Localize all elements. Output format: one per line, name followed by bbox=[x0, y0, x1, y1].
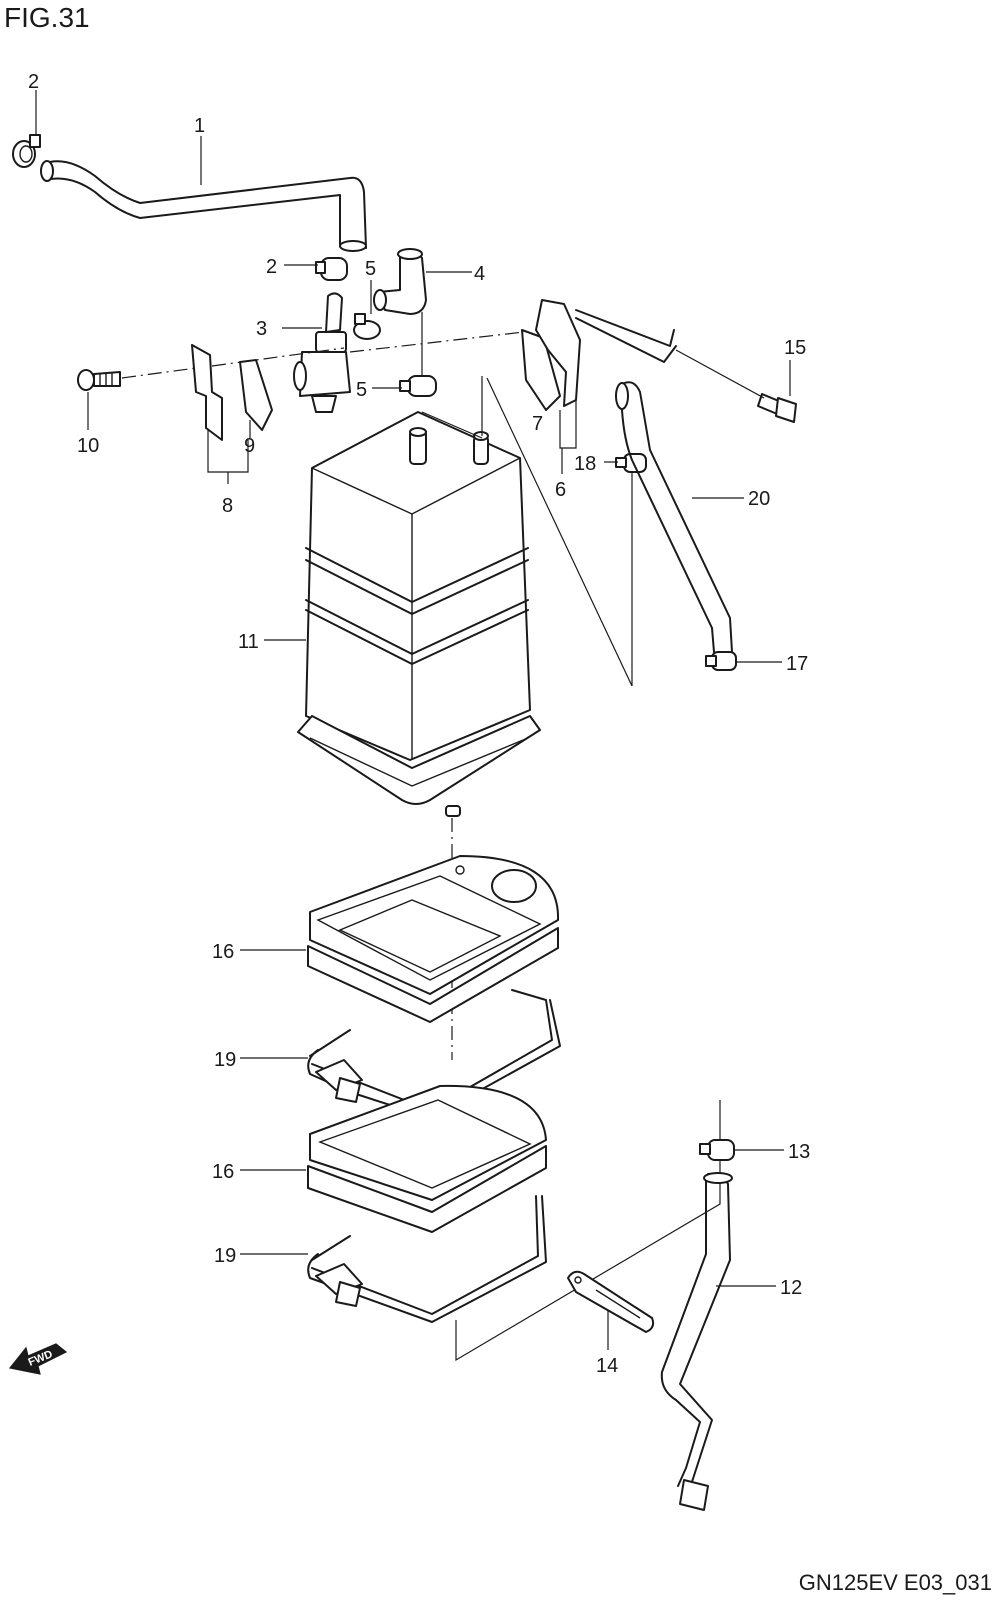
leader-canister-top bbox=[421, 411, 483, 439]
part-18-clamp[interactable] bbox=[615, 453, 647, 473]
callout-3: 3 bbox=[256, 318, 267, 340]
callout-7: 7 bbox=[532, 413, 543, 435]
part-11-canister[interactable] bbox=[297, 411, 541, 817]
callout-16: 16 bbox=[212, 941, 234, 963]
part-2-clamp-top[interactable] bbox=[12, 134, 41, 168]
fwd-label: FWD bbox=[27, 1348, 55, 1369]
part-3-valve[interactable] bbox=[293, 292, 351, 413]
dash-8 bbox=[211, 347, 345, 367]
callout-14: 14 bbox=[596, 1355, 618, 1377]
callout-17: 17 bbox=[786, 653, 808, 675]
part-2-clamp-mid[interactable] bbox=[315, 257, 348, 281]
callout-13: 13 bbox=[788, 1141, 810, 1163]
callout-8: 8 bbox=[222, 495, 233, 517]
dash-15 bbox=[675, 349, 765, 399]
callout-2: 2 bbox=[266, 256, 277, 278]
part-9-pad[interactable] bbox=[239, 359, 273, 431]
leader-canister-diag bbox=[486, 377, 633, 687]
part-19-band-lower[interactable] bbox=[307, 1195, 547, 1323]
callout-12: 12 bbox=[780, 1277, 802, 1299]
callout-15: 15 bbox=[784, 337, 806, 359]
callout-2: 2 bbox=[28, 71, 39, 93]
part-12-hose[interactable] bbox=[660, 1172, 733, 1511]
part-10-screw[interactable] bbox=[77, 369, 121, 391]
fwd-arrow-icon: FWD bbox=[8, 1343, 68, 1375]
dash-6 bbox=[349, 331, 525, 353]
callout-16: 16 bbox=[212, 1161, 234, 1183]
callout-11: 11 bbox=[238, 631, 259, 653]
leader-8 bbox=[207, 430, 249, 484]
part-17-clamp[interactable] bbox=[705, 651, 737, 671]
part-6-bracket[interactable] bbox=[535, 299, 677, 407]
callout-6: 6 bbox=[555, 479, 566, 501]
callout-5: 5 bbox=[365, 258, 376, 280]
callout-1: 1 bbox=[194, 115, 205, 137]
callout-4: 4 bbox=[474, 263, 485, 285]
part-14-strap[interactable] bbox=[567, 1270, 655, 1333]
part-20-hose[interactable] bbox=[615, 381, 733, 653]
callout-9: 9 bbox=[244, 435, 255, 457]
callout-10: 10 bbox=[77, 435, 99, 457]
part-5-clamp-lower[interactable] bbox=[399, 375, 437, 397]
leader-6 bbox=[559, 400, 577, 474]
part-4-elbow-hose[interactable] bbox=[373, 248, 427, 315]
callout-20: 20 bbox=[748, 488, 770, 510]
part-15-bolt[interactable] bbox=[757, 393, 797, 423]
part-16-tray-upper[interactable] bbox=[307, 855, 560, 1023]
callout-19: 19 bbox=[214, 1049, 236, 1071]
figure-code: GN125EV E03_031 bbox=[798, 1570, 992, 1595]
part-5-clamp-upper[interactable] bbox=[353, 313, 381, 340]
part-16-tray-lower[interactable] bbox=[307, 1084, 547, 1233]
callout-19: 19 bbox=[214, 1245, 236, 1267]
part-1-hose[interactable] bbox=[40, 160, 367, 252]
callout-5: 5 bbox=[356, 379, 367, 401]
part-13-clamp[interactable] bbox=[699, 1139, 735, 1161]
part-8-bracket[interactable] bbox=[191, 344, 223, 441]
dash-10 bbox=[121, 367, 197, 379]
callout-18: 18 bbox=[574, 453, 596, 475]
figure-title: FIG.31 bbox=[4, 2, 90, 33]
